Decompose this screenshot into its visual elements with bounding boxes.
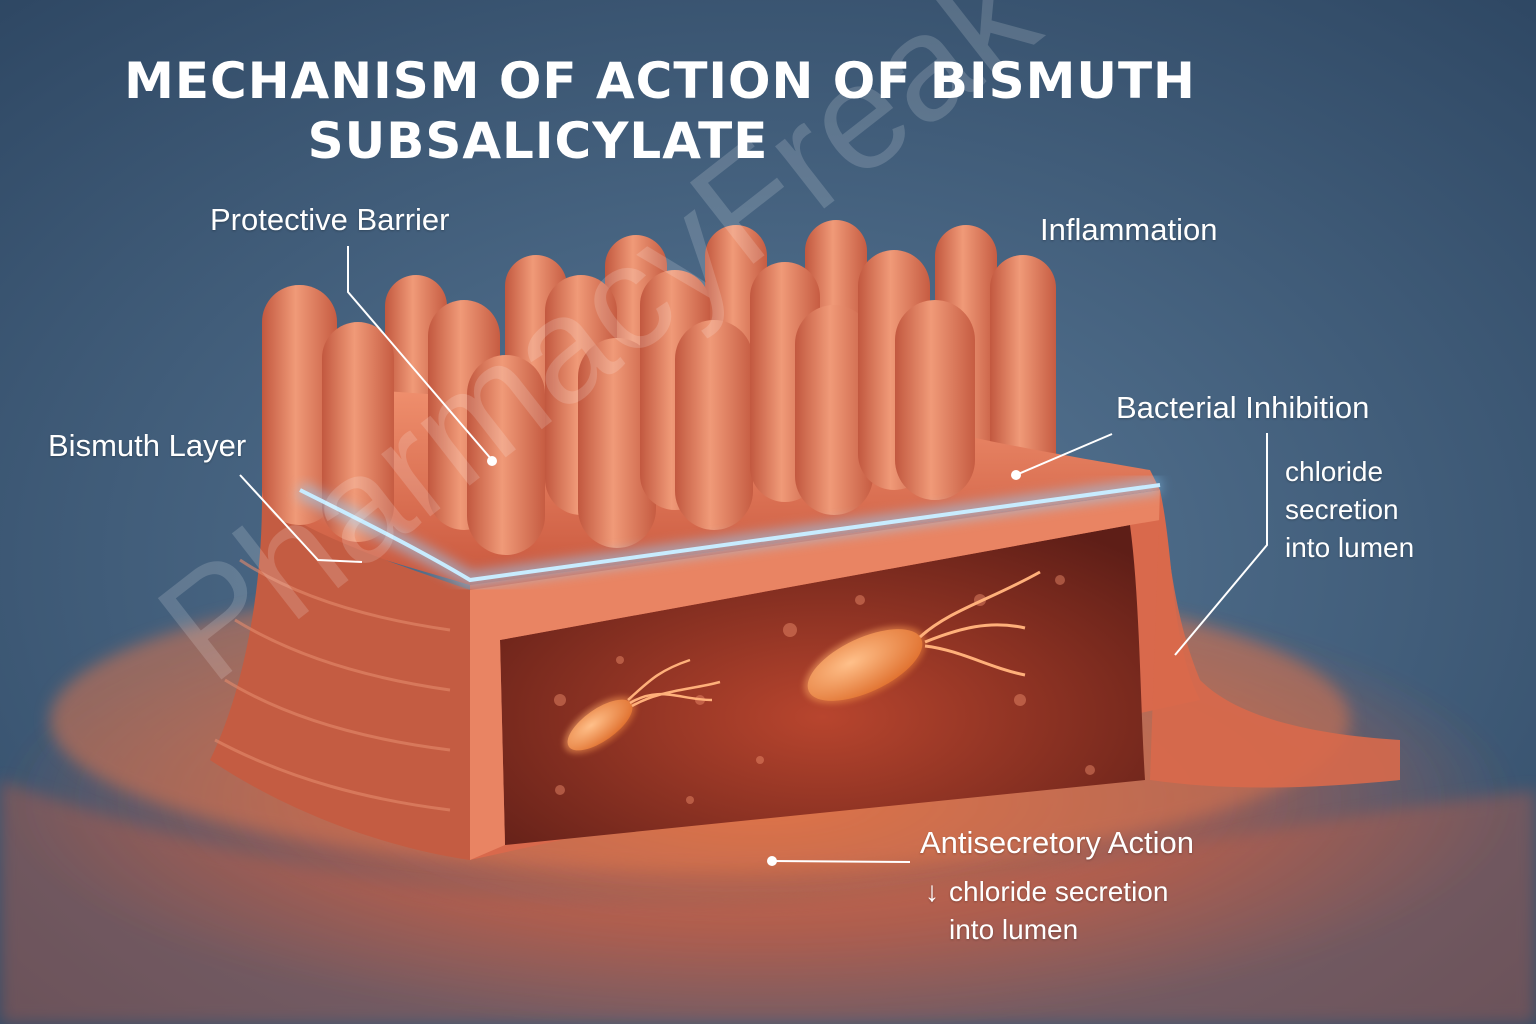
marker-protective-barrier: [487, 456, 497, 466]
bacterial-sub-line-2: secretion: [1285, 491, 1414, 529]
bacterial-sub-line-1: chloride: [1285, 453, 1414, 491]
down-arrow-icon: ↓: [925, 873, 949, 911]
label-antisecretory-action: Antisecretory Action: [920, 825, 1194, 861]
bacterial-sub-line-3: into lumen: [1285, 529, 1414, 567]
label-bacterial-inhibition: Bacterial Inhibition: [1116, 390, 1369, 426]
antisecretory-sub-line-2: into lumen: [925, 911, 1168, 949]
marker-bacterial-inhibition: [1011, 470, 1021, 480]
title-line-2: SUBSALICYLATE: [0, 112, 1306, 170]
title-line-1: MECHANISM OF ACTION OF BISMUTH: [0, 52, 1428, 110]
antisecretory-sub-line-1: chloride secretion: [949, 876, 1168, 907]
leader-antisecretory: [772, 861, 910, 862]
label-bismuth-layer: Bismuth Layer: [48, 428, 246, 464]
label-inflammation: Inflammation: [1040, 212, 1217, 248]
label-protective-barrier: Protective Barrier: [210, 202, 449, 238]
marker-antisecretory: [767, 856, 777, 866]
bacterial-sub-text: chloride secretion into lumen: [1285, 453, 1414, 567]
antisecretory-sub-text: ↓chloride secretion into lumen: [925, 873, 1168, 949]
